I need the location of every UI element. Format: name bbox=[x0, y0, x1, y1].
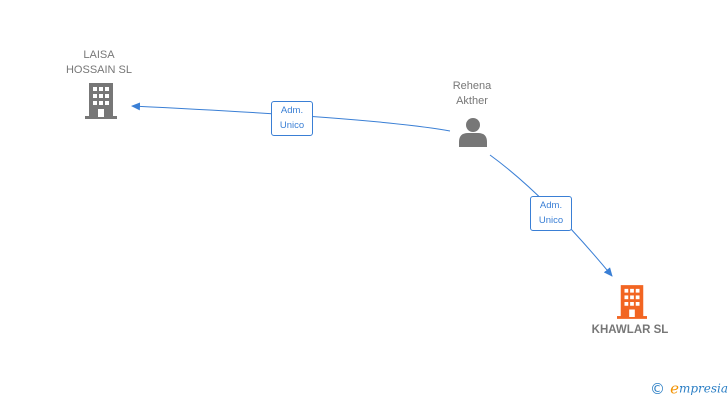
edge-label-line2: Unico bbox=[279, 120, 305, 131]
copyright-icon: © bbox=[650, 379, 665, 398]
node-label-rehena: Rehena Akther bbox=[430, 79, 514, 109]
edge-label-rehena-khawlar[interactable]: Adm. Unico bbox=[530, 196, 572, 231]
node-label-rehena-line2: Akther bbox=[456, 95, 488, 107]
building-icon[interactable] bbox=[617, 284, 647, 320]
empresia-logo[interactable]: © empresia bbox=[650, 378, 728, 400]
node-label-khawlar: KHAWLAR SL bbox=[578, 323, 682, 338]
node-label-rehena-line1: Rehena bbox=[452, 80, 492, 92]
edge-label-line1: Adm. bbox=[539, 200, 563, 211]
building-icon[interactable] bbox=[85, 83, 117, 119]
edge-label-line2: Unico bbox=[538, 215, 564, 226]
node-label-laisa: LAISA HOSSAIN SL bbox=[40, 48, 158, 78]
node-label-khawlar-line1: KHAWLAR SL bbox=[591, 324, 669, 336]
node-label-laisa-line2: HOSSAIN SL bbox=[65, 64, 133, 76]
person-icon[interactable] bbox=[458, 117, 488, 147]
brand-logo-letter: e bbox=[670, 379, 679, 398]
node-label-laisa-line1: LAISA bbox=[83, 49, 115, 61]
edge-label-line1: Adm. bbox=[280, 105, 304, 116]
edge-label-rehena-laisa[interactable]: Adm. Unico bbox=[271, 101, 313, 136]
brand-wordmark: mpresia bbox=[678, 381, 728, 396]
edge-rehena-laisa bbox=[131, 102, 451, 132]
